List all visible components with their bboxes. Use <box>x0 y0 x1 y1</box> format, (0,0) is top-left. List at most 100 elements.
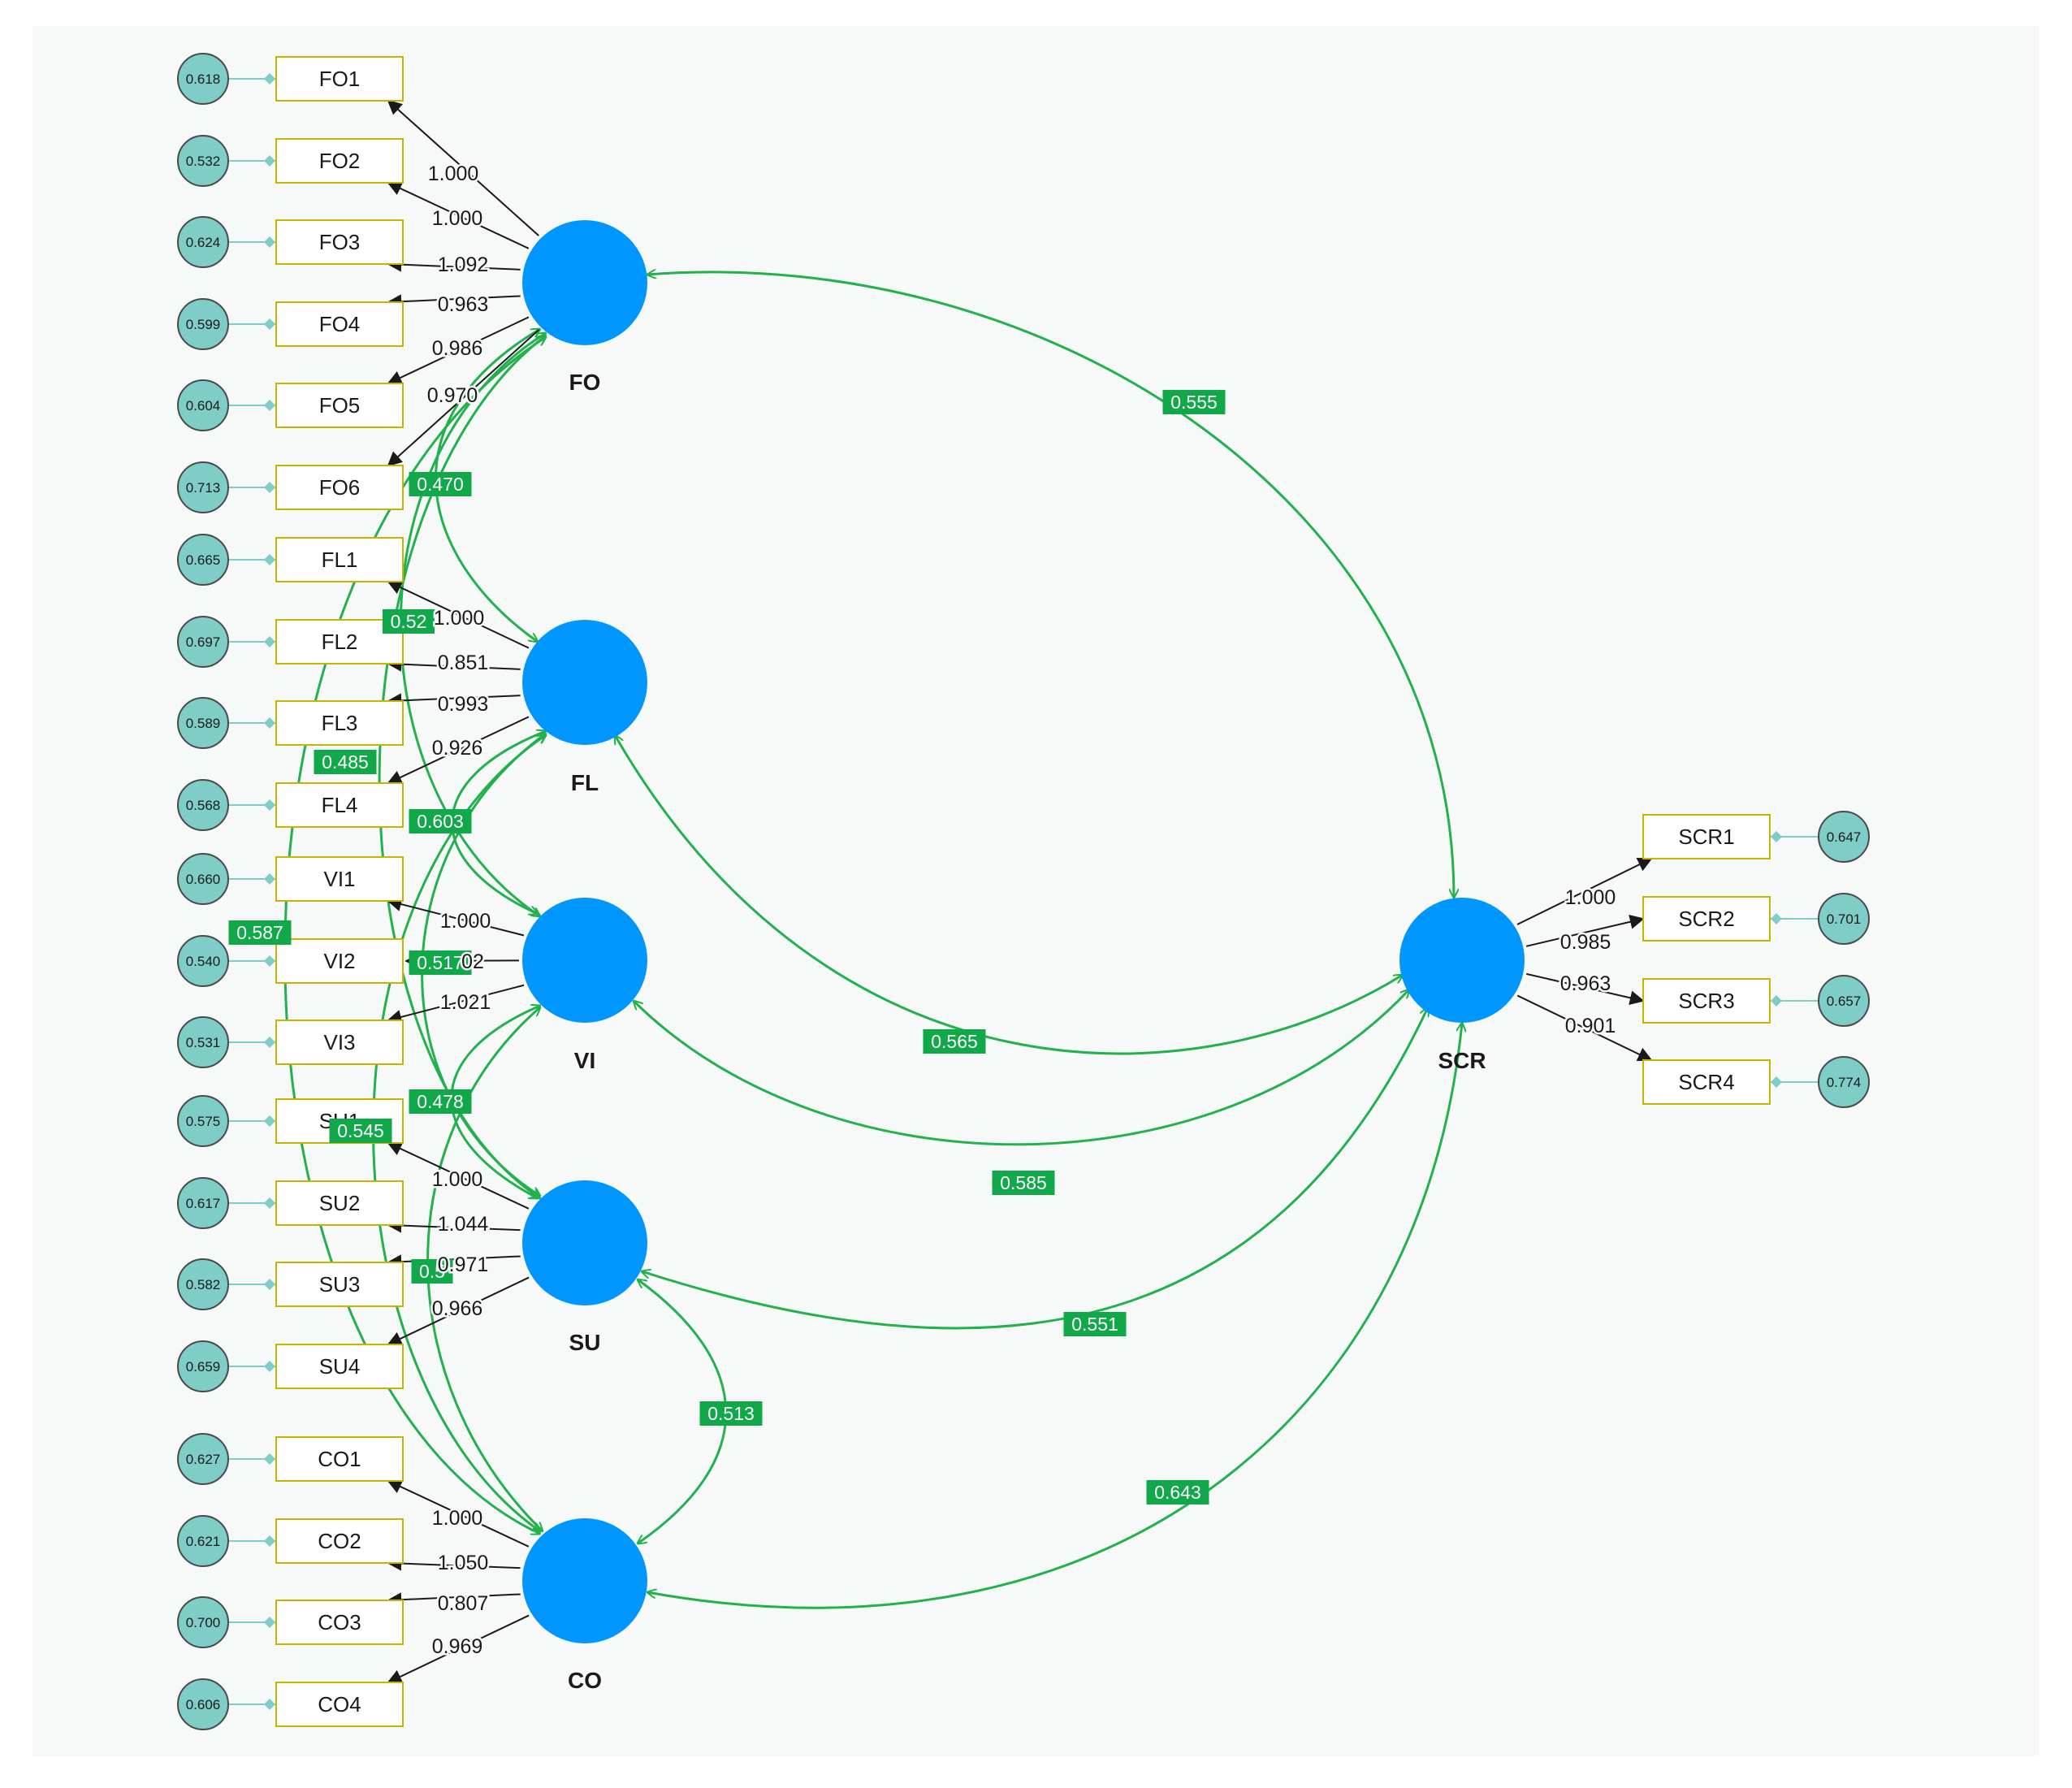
construct-co[interactable]: CO <box>522 1518 647 1693</box>
error-term-fo1: 0.618 <box>177 53 229 105</box>
error-value: 0.599 <box>186 317 221 332</box>
error-term-su1: 0.575 <box>177 1095 229 1147</box>
connector-diamond-icon <box>264 1037 275 1048</box>
correlation-path-su-scr <box>642 1007 1428 1330</box>
error-circle <box>177 1258 229 1310</box>
indicator-scr1[interactable]: SCR1 <box>1642 814 1771 859</box>
indicator-vi3[interactable]: VI3 <box>275 1020 404 1065</box>
indicator-box <box>275 1180 404 1226</box>
indicator-fo5[interactable]: FO5 <box>275 383 404 428</box>
error-circle <box>177 135 229 187</box>
error-term-co1: 0.627 <box>177 1433 229 1485</box>
correlation-label-bg <box>992 1171 1055 1195</box>
loading-value-fo5: 0.986 <box>432 337 483 360</box>
indicator-label: VI3 <box>323 1030 355 1054</box>
indicator-scr2[interactable]: SCR2 <box>1642 896 1771 942</box>
loading-value-co1: 1.000 <box>432 1507 483 1530</box>
error-value: 0.618 <box>186 71 221 87</box>
indicator-fo2[interactable]: FO2 <box>275 138 404 184</box>
error-circle <box>177 1016 229 1068</box>
indicator-label: CO4 <box>318 1692 361 1717</box>
connector-diamond-icon <box>1771 913 1782 924</box>
loading-value-su1: 1.000 <box>432 1168 483 1191</box>
error-value: 0.621 <box>186 1534 221 1549</box>
connector-diamond-icon <box>264 1535 275 1547</box>
correlation-label-fl-scr: 0.565 <box>923 1029 986 1054</box>
error-circle <box>177 298 229 350</box>
loading-value-fl3: 0.993 <box>438 693 489 716</box>
error-circle <box>177 379 229 431</box>
correlation-label-fo-scr: 0.555 <box>1162 390 1226 414</box>
error-term-fo4: 0.599 <box>177 298 229 350</box>
construct-label: FL <box>571 770 599 795</box>
error-value: 0.589 <box>186 716 221 731</box>
error-value: 0.624 <box>186 235 221 250</box>
construct-vi[interactable]: VI <box>522 898 647 1073</box>
correlation-value: 0.517 <box>417 952 464 973</box>
connector-diamond-icon <box>264 73 275 84</box>
correlation-path-co-scr <box>647 1023 1462 1609</box>
construct-scr[interactable]: SCR <box>1399 898 1525 1073</box>
indicator-su4[interactable]: SU4 <box>275 1344 404 1389</box>
indicator-scr4[interactable]: SCR4 <box>1642 1059 1771 1105</box>
connector-diamond-icon <box>264 1453 275 1465</box>
construct-circle <box>522 1518 647 1643</box>
connector-diamond-icon <box>264 636 275 647</box>
indicator-fl2[interactable]: FL2 <box>275 619 404 665</box>
indicator-fo6[interactable]: FO6 <box>275 465 404 510</box>
loading-arrow-su4 <box>387 1276 530 1346</box>
construct-circle <box>522 620 647 745</box>
loading-value-scr4: 0.901 <box>1565 1015 1616 1037</box>
error-circle <box>177 1177 229 1229</box>
correlation-path-fo-su <box>378 336 546 1198</box>
indicator-fl4[interactable]: FL4 <box>275 782 404 828</box>
loading-arrow-scr2 <box>1525 914 1645 947</box>
error-value: 0.657 <box>1827 994 1862 1009</box>
indicator-label: SU3 <box>319 1272 361 1297</box>
error-circle <box>177 1515 229 1567</box>
indicator-fl3[interactable]: FL3 <box>275 700 404 746</box>
indicator-box <box>1642 978 1771 1024</box>
indicator-vi2[interactable]: VI2 <box>275 938 404 984</box>
indicator-co3[interactable]: CO3 <box>275 1600 404 1645</box>
indicator-box <box>275 1682 404 1727</box>
construct-fo[interactable]: FO <box>522 220 647 395</box>
correlation-label-bg <box>383 609 435 634</box>
correlation-label-bg <box>409 950 472 975</box>
construct-label: CO <box>568 1668 602 1693</box>
indicator-fo3[interactable]: FO3 <box>275 219 404 265</box>
connector-diamond-icon <box>264 318 275 330</box>
correlation-label-su-scr: 0.551 <box>1063 1312 1127 1336</box>
indicator-co4[interactable]: CO4 <box>275 1682 404 1727</box>
error-circle <box>177 1596 229 1648</box>
indicator-box <box>1642 896 1771 942</box>
indicator-co1[interactable]: CO1 <box>275 1436 404 1482</box>
correlation-label-fo-su: 0.485 <box>314 750 377 774</box>
indicator-fo1[interactable]: FO1 <box>275 56 404 102</box>
correlation-value: 0.485 <box>322 751 369 773</box>
correlation-value: 0.513 <box>707 1403 755 1424</box>
construct-su[interactable]: SU <box>522 1180 647 1355</box>
indicator-co2[interactable]: CO2 <box>275 1518 404 1564</box>
indicator-fl1[interactable]: FL1 <box>275 537 404 582</box>
indicator-su3[interactable]: SU3 <box>275 1262 404 1307</box>
loading-arrow-co2 <box>387 1556 521 1571</box>
error-circle <box>177 616 229 668</box>
indicator-fo4[interactable]: FO4 <box>275 301 404 347</box>
construct-fl[interactable]: FL <box>522 620 647 795</box>
correlation-label-vi-co: 0.5 <box>411 1259 453 1284</box>
indicator-label: CO3 <box>318 1610 361 1634</box>
indicator-box <box>275 301 404 347</box>
loading-value-co2: 1.050 <box>438 1552 489 1574</box>
loading-value-vi1: 1.000 <box>440 910 491 933</box>
indicator-su2[interactable]: SU2 <box>275 1180 404 1226</box>
correlation-label-bg <box>411 1259 453 1284</box>
loading-value-su2: 1.044 <box>438 1213 489 1236</box>
indicator-label: FL1 <box>322 548 358 572</box>
error-circle <box>1818 811 1870 863</box>
indicator-box <box>275 938 404 984</box>
error-term-fo5: 0.604 <box>177 379 229 431</box>
indicator-vi1[interactable]: VI1 <box>275 856 404 902</box>
error-term-scr2: 0.701 <box>1818 893 1870 945</box>
indicator-scr3[interactable]: SCR3 <box>1642 978 1771 1024</box>
